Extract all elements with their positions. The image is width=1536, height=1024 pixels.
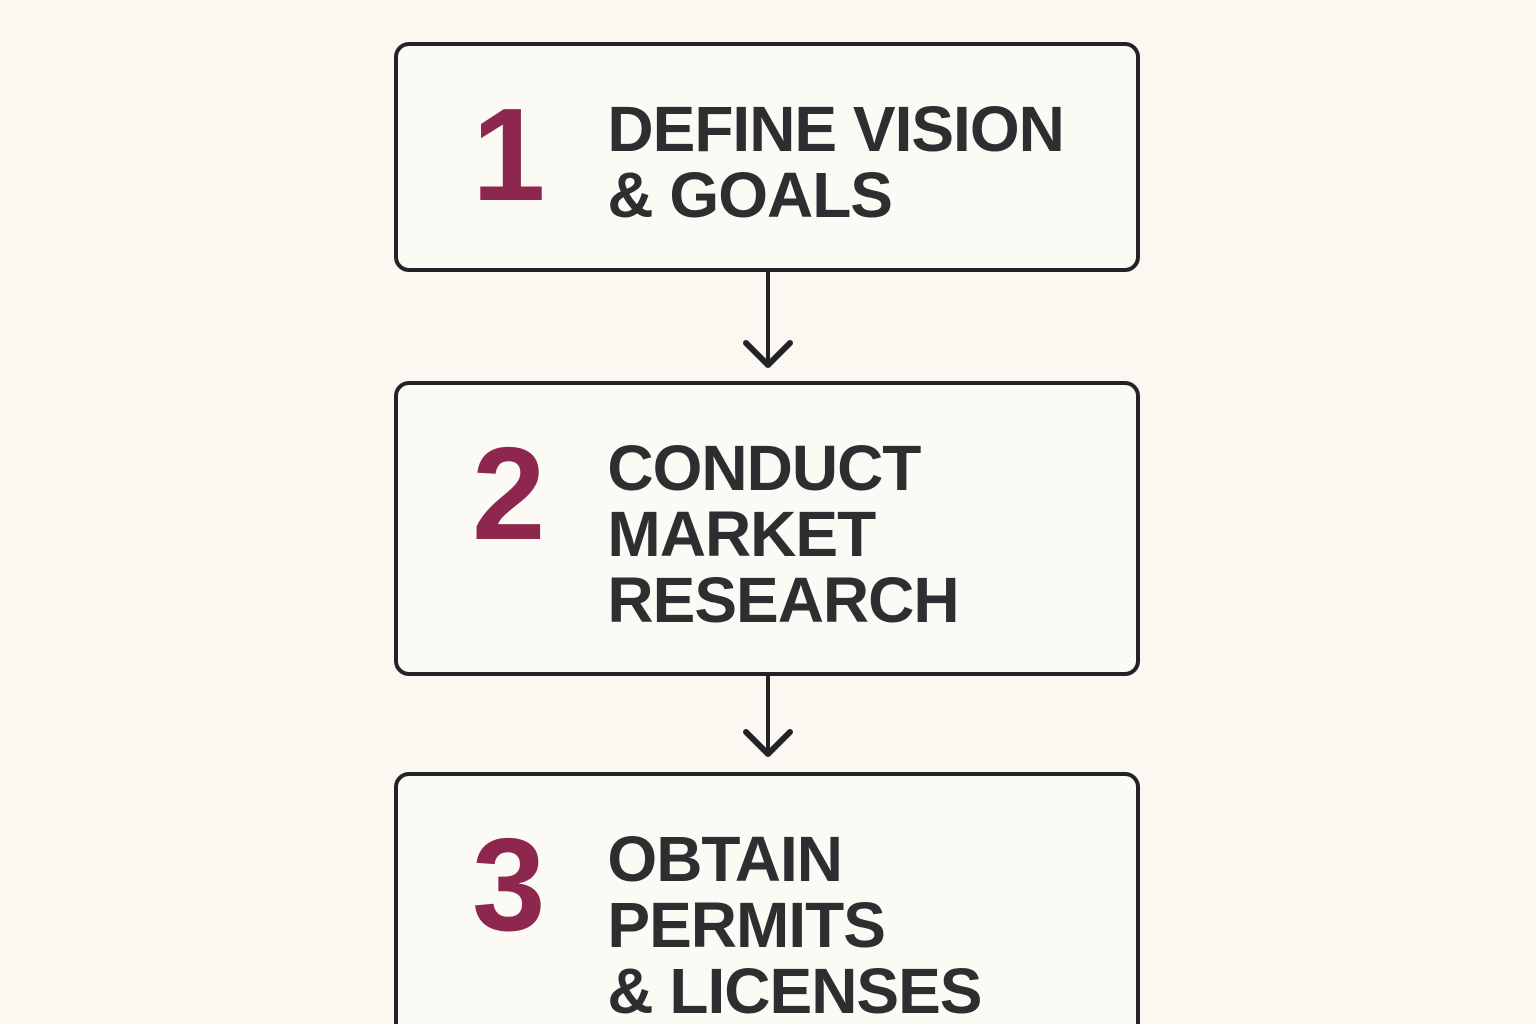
step-row: 3 OBTAIN PERMITS & LICENSES	[398, 810, 1136, 1024]
step-label: CONDUCT MARKET RESEARCH	[607, 431, 959, 636]
step-number: 2	[472, 419, 545, 567]
step-label-line: & GOALS	[607, 159, 893, 231]
step-label-line: CONDUCT	[607, 431, 921, 504]
step-row: 2 CONDUCT MARKET RESEARCH	[398, 419, 1136, 636]
step-label-line: RESEARCH	[607, 563, 959, 636]
step-box-3: 3 OBTAIN PERMITS & LICENSES	[394, 772, 1140, 1024]
step-label-line: OBTAIN	[607, 822, 843, 895]
step-label: OBTAIN PERMITS & LICENSES	[607, 822, 982, 1024]
step-box-1: 1 DEFINE VISION & GOALS	[394, 42, 1140, 272]
step-number: 3	[472, 810, 545, 958]
step-label-line: DEFINE VISION	[607, 93, 1064, 165]
step-label-line: & LICENSES	[607, 954, 982, 1024]
arrow-down-icon	[738, 272, 798, 369]
arrow-down-icon	[738, 676, 798, 758]
step-label-line: PERMITS	[607, 888, 885, 961]
step-label: DEFINE VISION & GOALS	[607, 93, 1064, 231]
step-row: 1 DEFINE VISION & GOALS	[398, 86, 1136, 228]
step-box-2: 2 CONDUCT MARKET RESEARCH	[394, 381, 1140, 676]
step-label-line: MARKET	[607, 497, 876, 570]
step-number: 1	[472, 81, 545, 228]
